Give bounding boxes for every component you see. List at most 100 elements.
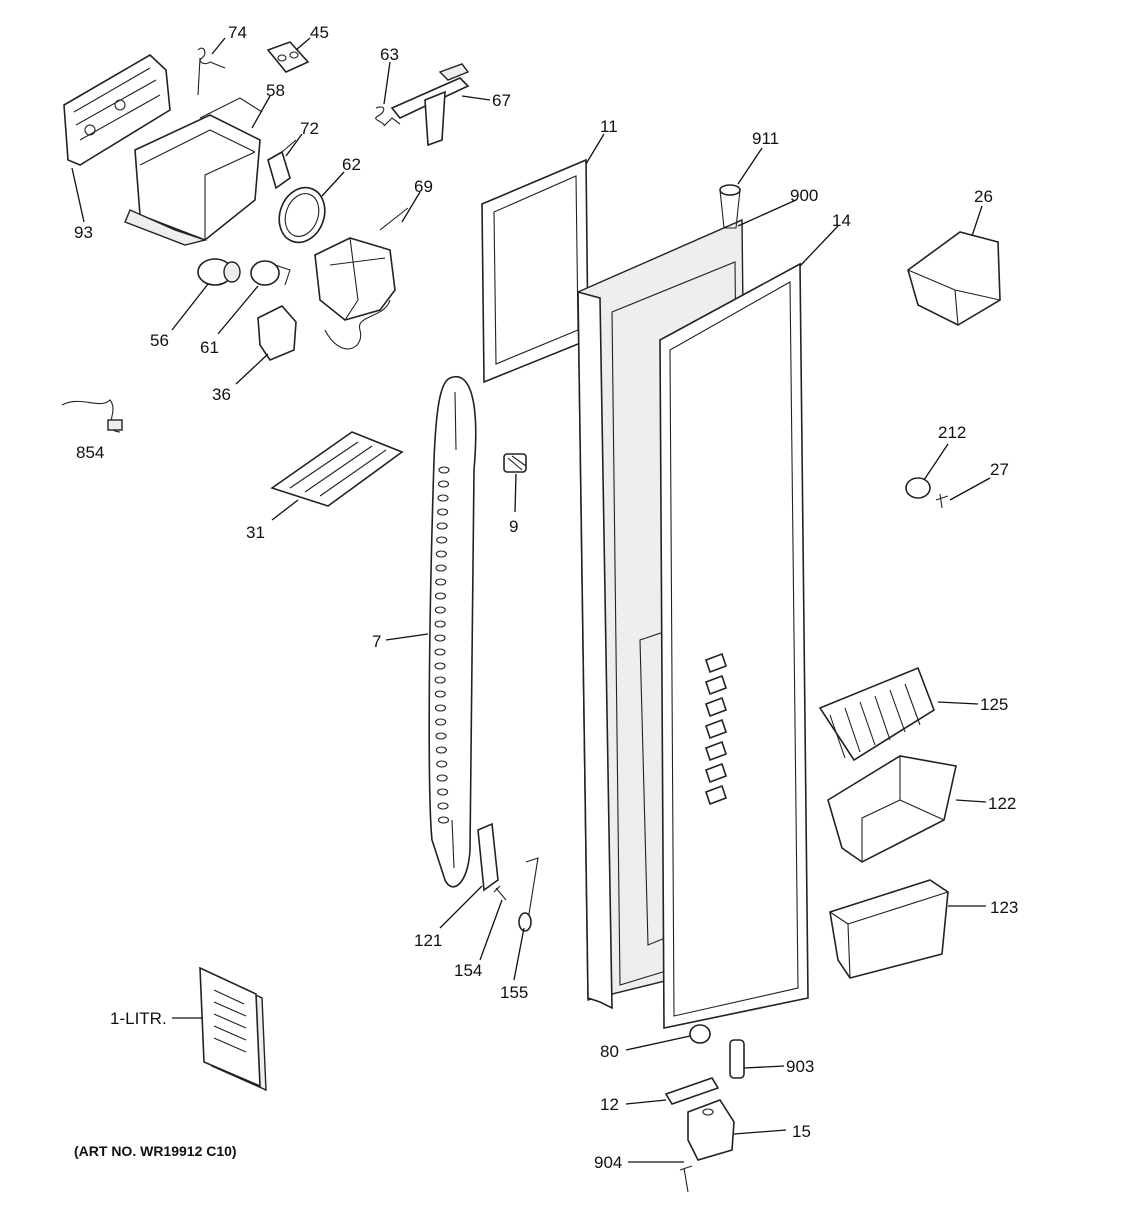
label-15: 15 <box>792 1122 811 1141</box>
part-154-screw <box>493 885 507 901</box>
part-69-auger <box>314 207 409 350</box>
part-15-hinge <box>687 1099 735 1161</box>
handle-dimple <box>437 816 450 824</box>
part-12-hinge-plate <box>664 1077 720 1105</box>
handle-dimple <box>437 494 449 502</box>
label-56: 56 <box>150 331 169 350</box>
label-27: 27 <box>990 460 1009 479</box>
handle-dimple <box>435 564 447 572</box>
label-45: 45 <box>310 23 329 42</box>
part-62-ring <box>278 186 326 244</box>
label-58: 58 <box>266 81 285 100</box>
handle-dimple <box>434 620 446 628</box>
label-123: 123 <box>990 898 1018 917</box>
handle-dimple <box>434 662 446 670</box>
part-45-bracket <box>266 41 310 73</box>
label-900: 900 <box>790 186 818 205</box>
part-number-labels: 74 45 63 67 58 72 62 69 93 56 61 36 854 … <box>74 23 1018 1172</box>
handle-dimple <box>434 592 447 600</box>
part-26-cover <box>907 231 1001 326</box>
part-123-bin <box>829 879 949 979</box>
part-67-lever <box>390 63 470 147</box>
label-67: 67 <box>492 91 511 110</box>
part-904-screw <box>679 1165 693 1193</box>
part-80-bushing <box>689 1024 711 1044</box>
art-number: (ART NO. WR19912 C10) <box>74 1143 237 1159</box>
label-11: 11 <box>600 117 618 136</box>
part-63-spring <box>375 106 401 127</box>
part-11-inner-frame <box>481 158 589 384</box>
part-27-screw <box>935 493 949 509</box>
label-14: 14 <box>832 211 851 230</box>
part-1-litr-manual <box>199 966 267 1092</box>
handle-dimple <box>435 732 447 740</box>
door-shelf-supports <box>704 652 728 806</box>
shelf-support-tab <box>704 718 728 740</box>
label-69: 69 <box>414 177 433 196</box>
handle-dimple <box>434 676 446 684</box>
handle-dimple <box>438 466 450 474</box>
part-72-switch <box>267 139 297 190</box>
label-72: 72 <box>300 119 319 138</box>
label-62: 62 <box>342 155 361 174</box>
label-904: 904 <box>594 1153 622 1172</box>
label-12: 12 <box>600 1095 619 1114</box>
part-9-bulb <box>503 453 527 473</box>
shelf-support-tab <box>704 652 728 674</box>
label-63: 63 <box>380 45 399 64</box>
label-903: 903 <box>786 1057 814 1076</box>
label-854: 854 <box>76 443 104 462</box>
label-93: 93 <box>74 223 93 242</box>
label-125: 125 <box>980 695 1008 714</box>
handle-dimple <box>435 550 447 558</box>
shelf-support-tab <box>704 784 728 806</box>
part-125-basket <box>818 666 935 762</box>
label-9: 9 <box>509 517 518 536</box>
label-122: 122 <box>988 794 1016 813</box>
handle-dimple <box>437 802 449 810</box>
label-26: 26 <box>974 187 993 206</box>
handle-pattern <box>434 466 450 824</box>
part-31-grille <box>270 431 404 507</box>
part-7-handle <box>428 375 477 888</box>
part-121-clip <box>477 822 499 892</box>
handle-dimple <box>434 634 446 642</box>
handle-dimple <box>434 606 446 614</box>
part-903-pin <box>729 1039 745 1079</box>
handle-dimple <box>434 690 446 698</box>
label-74: 74 <box>228 23 247 42</box>
handle-dimple <box>435 578 447 586</box>
label-61: 61 <box>200 338 219 357</box>
label-1-litr: 1-LITR. <box>110 1009 167 1028</box>
label-911: 911 <box>752 129 779 148</box>
handle-dimple <box>437 788 449 796</box>
label-212: 212 <box>938 423 966 442</box>
part-212-knob <box>905 477 931 499</box>
handle-dimple <box>436 774 448 782</box>
handle-dimple <box>437 480 450 488</box>
handle-dimple <box>436 522 448 530</box>
part-93-control-board <box>63 54 171 166</box>
label-31: 31 <box>246 523 265 542</box>
label-36: 36 <box>212 385 231 404</box>
leader-lines <box>71 37 991 1163</box>
part-854-harness <box>61 399 123 433</box>
part-911-plug <box>719 184 741 229</box>
label-121: 121 <box>414 931 442 950</box>
shelf-support-tab <box>704 740 728 762</box>
handle-dimple <box>435 746 447 754</box>
label-80: 80 <box>600 1042 619 1061</box>
handle-dimple <box>436 536 448 544</box>
handle-dimple <box>435 718 447 726</box>
shelf-support-tab <box>704 674 728 696</box>
handle-dimple <box>437 508 449 516</box>
part-122-bin <box>827 755 957 863</box>
handle-dimple <box>434 704 447 712</box>
part-58-dispenser-housing <box>124 97 263 246</box>
label-7: 7 <box>372 632 381 651</box>
part-56-motor <box>197 258 241 286</box>
handle-dimple <box>434 648 446 656</box>
label-155: 155 <box>500 983 528 1002</box>
